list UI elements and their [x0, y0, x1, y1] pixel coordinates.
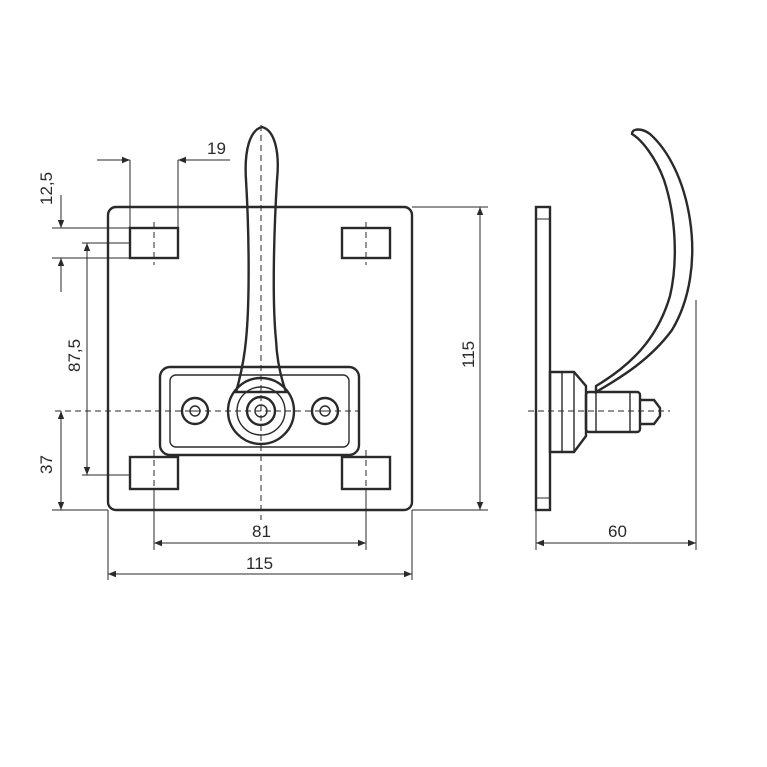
dim-plate-height: 115	[459, 341, 478, 368]
dimensions: 19 12,5 87,5 37 115 81 115	[37, 139, 488, 580]
dim-slot-spacing: 87,5	[65, 339, 84, 372]
dim-top-offset: 19	[207, 139, 226, 158]
side-hub	[584, 390, 642, 434]
dim-plate-width: 115	[246, 554, 273, 573]
lever-handle-front	[234, 125, 288, 394]
slot-bottom-left	[128, 455, 180, 491]
side-view: 60	[528, 128, 697, 550]
base-plate	[106, 205, 414, 512]
dim-lower-offset: 37	[37, 455, 56, 474]
slot-bottom-right	[340, 455, 392, 491]
front-view	[55, 125, 414, 520]
side-bracket	[548, 370, 588, 454]
dim-slot-offset: 12,5	[37, 172, 56, 205]
dim-side-depth: 60	[608, 522, 627, 541]
dim-slot-pitch: 81	[252, 522, 271, 541]
lever-handle-side	[594, 128, 694, 395]
side-plate	[534, 205, 552, 512]
